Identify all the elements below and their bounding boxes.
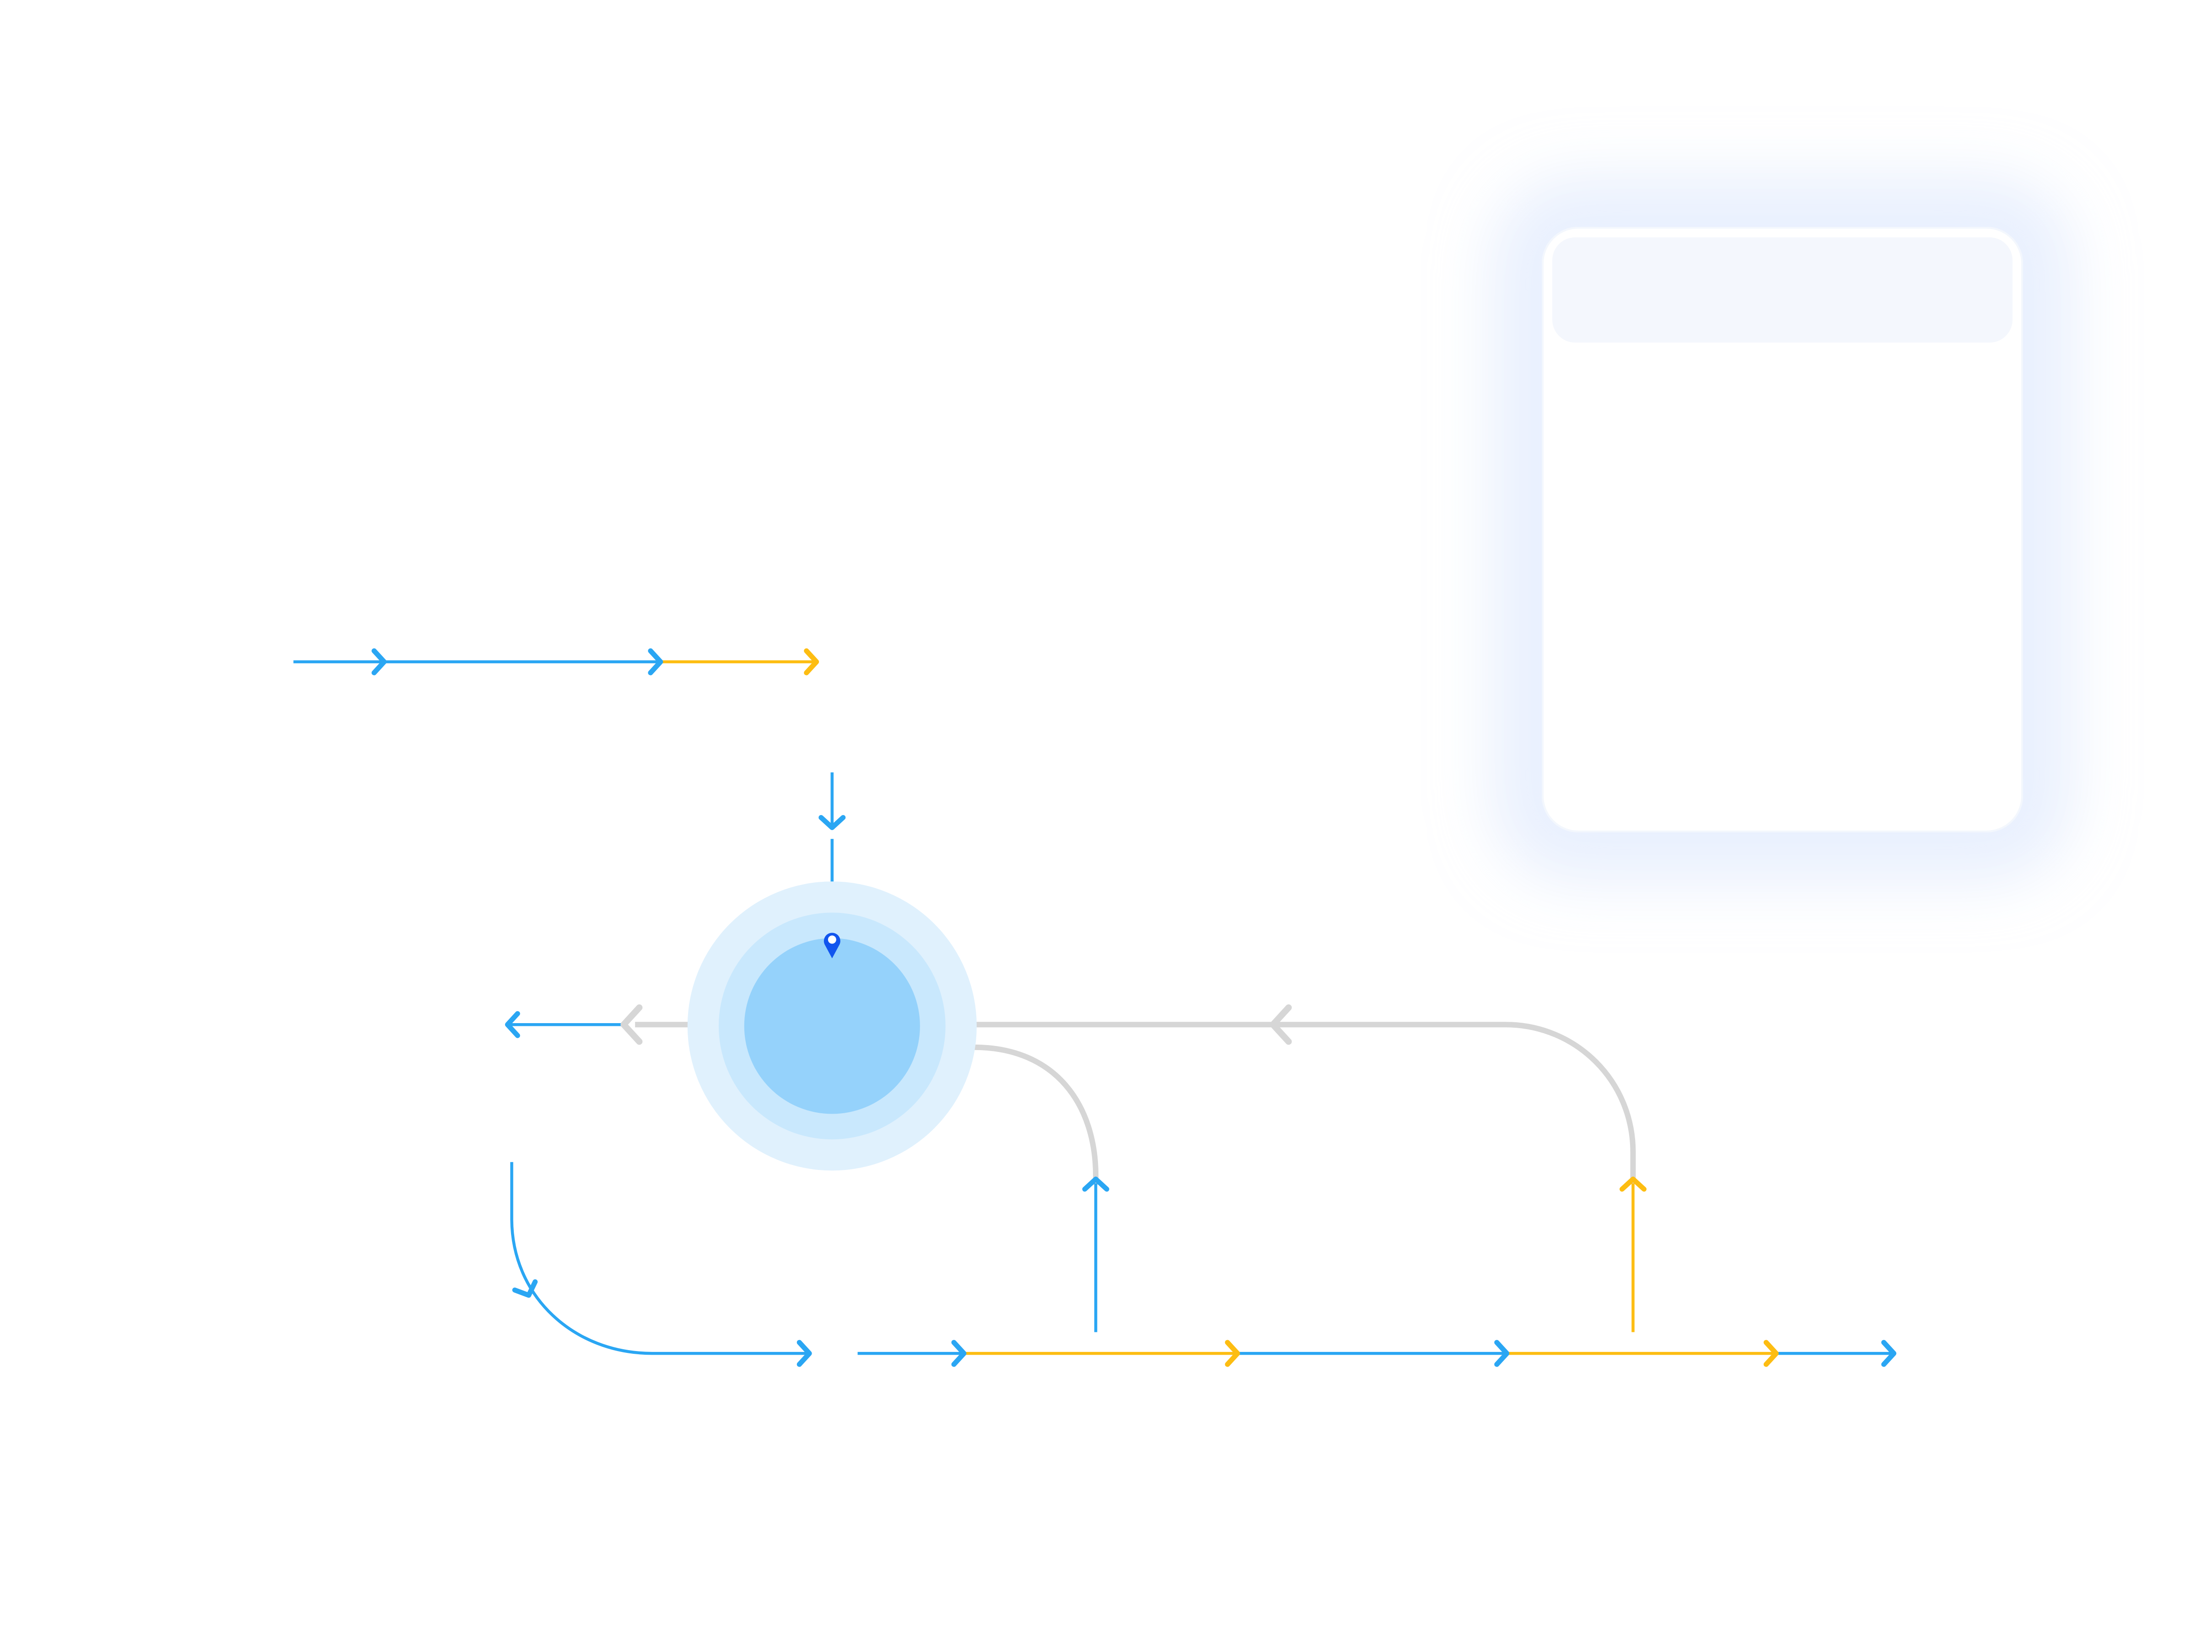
bottom-arrow-1-shape: [797, 1340, 812, 1367]
top-arrow-3-shape: [804, 648, 819, 676]
bottom-arrow-4: [1494, 1340, 1510, 1367]
branch-up-yellow-arrow: [1620, 1176, 1647, 1192]
map-pin-hole: [828, 935, 836, 944]
down-curve-arrow: [512, 1279, 538, 1298]
hub-exit-blue-arrow: [505, 1011, 520, 1038]
top-arrow-1-shape: [371, 648, 387, 676]
bottom-arrow-3: [1225, 1340, 1240, 1367]
hub-exit-gray-arrow: [620, 1004, 643, 1045]
hub-exit-blue-arrow-shape: [505, 1011, 520, 1038]
map-pin-body: [823, 933, 840, 959]
bottom-arrow-5-shape: [1763, 1340, 1779, 1367]
bottom-arrow-2-shape: [951, 1340, 967, 1367]
bottom-arrow-1: [797, 1340, 812, 1367]
top-arrow-3: [804, 648, 819, 676]
side-card-header: [1552, 237, 2013, 343]
hub-input-arrow: [818, 815, 846, 830]
hub-core: [744, 938, 920, 1114]
top-arrow-2-shape: [648, 648, 663, 676]
bottom-arrow-6: [1881, 1340, 1897, 1367]
map-pin-icon: [823, 933, 840, 959]
branch-up-blue-arrow-shape: [1082, 1176, 1109, 1192]
bottom-arrow-2: [951, 1340, 967, 1367]
down-curve-arrow-shape: [512, 1279, 538, 1298]
bottom-arrow-5: [1763, 1340, 1779, 1367]
branch-up-yellow-arrow-shape: [1620, 1176, 1647, 1192]
bottom-arrow-6-shape: [1881, 1340, 1897, 1367]
top-arrow-1: [371, 648, 387, 676]
side-card: [1542, 227, 2023, 832]
return-branch-line: [974, 1044, 1099, 1185]
flow-lines: [293, 660, 1895, 1355]
bottom-arrow-3-shape: [1225, 1340, 1240, 1367]
flow-arrows: [371, 648, 1897, 1367]
central-hub: [687, 881, 977, 1171]
return-arrow-shape: [1270, 1004, 1292, 1045]
return-arrow: [1270, 1004, 1292, 1045]
hub-exit-gray-arrow-shape: [620, 1004, 643, 1045]
top-arrow-2: [648, 648, 663, 676]
return-main-line: [974, 1022, 1636, 1184]
hub-input-arrow-shape: [818, 815, 846, 830]
down-curve-line: [510, 1162, 808, 1355]
bottom-arrow-4-shape: [1494, 1340, 1510, 1367]
branch-up-blue-arrow: [1082, 1176, 1109, 1192]
